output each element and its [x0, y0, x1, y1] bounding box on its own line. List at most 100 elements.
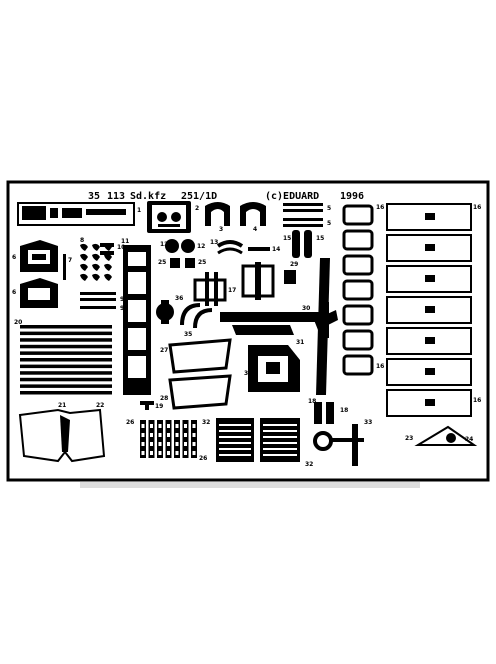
part-31: 31 — [232, 325, 304, 346]
svg-text:23: 23 — [405, 435, 413, 442]
part-35: 35 — [180, 303, 213, 338]
panel-slot — [425, 337, 435, 344]
part-25: 25 25 — [158, 258, 206, 268]
svg-text:13: 13 — [210, 239, 218, 246]
grip-hole — [192, 424, 196, 428]
svg-text:5: 5 — [327, 220, 331, 227]
hatch-frame — [342, 354, 374, 376]
svg-text:28: 28 — [160, 395, 168, 402]
stripe-mark — [20, 331, 112, 336]
hatch-frame — [342, 229, 374, 251]
svg-text:6: 6 — [12, 254, 16, 261]
grip-hole — [141, 451, 145, 455]
svg-text:26: 26 — [199, 455, 207, 462]
hatch-frame — [342, 254, 374, 276]
grille-slot — [263, 430, 297, 432]
hook-mark — [104, 253, 112, 261]
grip-hole — [141, 442, 145, 446]
svg-text:14: 14 — [272, 246, 280, 253]
grip-mark — [165, 420, 172, 458]
grip-hole — [158, 433, 162, 437]
grip-mark — [174, 420, 180, 458]
hook-mark — [80, 263, 88, 271]
svg-text:15: 15 — [283, 235, 291, 242]
part-2: 2 — [147, 201, 199, 233]
grip-hole — [192, 433, 196, 437]
grip-hole — [150, 433, 153, 437]
svg-text:7: 7 — [68, 257, 72, 264]
hook-mark — [92, 263, 100, 271]
part-15: 15 15 — [283, 230, 324, 258]
grille-slot — [263, 436, 297, 438]
panel-slot — [425, 368, 435, 375]
grip-hole — [150, 424, 153, 428]
svg-text:11: 11 — [121, 238, 129, 245]
part-22: 22 — [96, 402, 104, 409]
svg-text:34: 34 — [321, 332, 329, 339]
svg-text:18: 18 — [308, 398, 316, 405]
grille-slot — [219, 448, 251, 450]
part-4: 4 — [240, 202, 266, 233]
hatch-frame — [342, 279, 374, 301]
header-code: 35 — [88, 191, 100, 202]
svg-text:4: 4 — [253, 226, 257, 233]
grip-hole — [192, 451, 196, 455]
hook-mark — [104, 273, 112, 281]
grip-hole — [141, 424, 145, 428]
part-18: 18 18 — [308, 398, 348, 424]
fret-faded-strip — [80, 482, 420, 488]
svg-text:12: 12 — [160, 241, 168, 248]
stripe-mark — [20, 377, 112, 382]
svg-text:32: 32 — [202, 419, 210, 426]
part-13: 13 — [210, 239, 244, 255]
hook-mark — [80, 273, 88, 281]
hook-mark — [92, 273, 100, 281]
svg-text:16: 16 — [376, 204, 384, 211]
panel-plate — [386, 389, 472, 417]
grille-slot — [219, 442, 251, 444]
grip-hole — [150, 451, 153, 455]
svg-text:3: 3 — [219, 226, 223, 233]
grip-hole — [158, 424, 162, 428]
hatch-frame — [342, 304, 374, 326]
grip-hole — [167, 433, 170, 437]
grille-slot — [219, 436, 251, 438]
part-33: 33 — [313, 419, 372, 466]
part-12: 12 12 — [160, 239, 205, 253]
svg-text:36: 36 — [175, 295, 183, 302]
grip-hole — [150, 442, 153, 446]
svg-text:21: 21 — [58, 402, 66, 409]
part-23: 23 — [405, 425, 478, 446]
stripe-mark — [20, 338, 112, 342]
svg-text:24: 24 — [465, 436, 473, 443]
part-34: 34 — [321, 302, 329, 339]
part-24: 24 — [446, 433, 473, 443]
header-maker: (c)EDUARD — [265, 191, 319, 202]
panel-plate — [386, 265, 472, 293]
part-5: 5 5 — [283, 203, 331, 227]
grip-hole — [175, 442, 179, 446]
stripe-mark — [20, 391, 112, 395]
grip-hole — [175, 433, 179, 437]
part-9: 9 9 — [80, 292, 124, 312]
svg-text:31: 31 — [296, 339, 304, 346]
part-32: 32 32 — [202, 418, 313, 468]
grip-hole — [184, 424, 187, 428]
hook-mark — [80, 253, 88, 261]
grip-hole — [167, 424, 170, 428]
part-10: 10 — [100, 243, 125, 255]
panel-slot — [425, 306, 435, 313]
svg-text:29: 29 — [290, 261, 298, 268]
grip-mark — [148, 420, 155, 458]
svg-text:15: 15 — [316, 235, 324, 242]
svg-text:12: 12 — [197, 243, 205, 250]
svg-text:26: 26 — [126, 419, 134, 426]
svg-text:9: 9 — [120, 296, 124, 303]
svg-text:16: 16 — [376, 363, 384, 370]
part-28: 28 — [160, 374, 232, 410]
part-11: 11 — [121, 238, 151, 395]
part-panels-right: 16 16 — [386, 203, 481, 417]
grip-hole — [167, 442, 170, 446]
grip-hole — [184, 451, 187, 455]
